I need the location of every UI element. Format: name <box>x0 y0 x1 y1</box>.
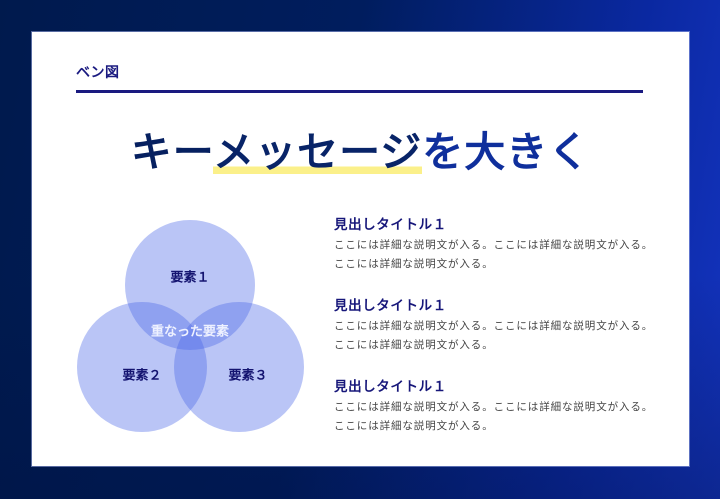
key-message-part-before: キー <box>130 128 214 176</box>
section-label: ベン図 <box>76 65 120 81</box>
venn-circles <box>77 220 304 432</box>
description-body: ここには詳細な説明文が入る。ここには詳細な説明文が入る。ここには詳細な説明文が入… <box>334 320 654 351</box>
venn-circle-1 <box>125 220 255 350</box>
venn-circle-2 <box>77 302 207 432</box>
description-heading: 見出しタイトル１ <box>334 217 447 233</box>
venn-circle-3 <box>174 302 304 432</box>
venn-label-element-3: 要素３ <box>228 368 268 384</box>
key-message-part-after: を大きく <box>422 128 591 176</box>
venn-label-element-2: 要素２ <box>122 368 162 384</box>
description-body: ここには詳細な説明文が入る。ここには詳細な説明文が入る。ここには詳細な説明文が入… <box>334 239 654 270</box>
venn-diagram: 要素１ 要素２ 要素３ 重なった要素 <box>72 217 312 442</box>
slide-card: ベン図 キーメッセージを大きく 要素１ 要素２ 要素３ 重なった要素 見出しタイ… <box>32 32 689 466</box>
description-heading: 見出しタイトル１ <box>334 379 447 395</box>
description-item: 見出しタイトル１ ここには詳細な説明文が入る。ここには詳細な説明文が入る。ここに… <box>334 217 664 274</box>
description-item: 見出しタイトル１ ここには詳細な説明文が入る。ここには詳細な説明文が入る。ここに… <box>334 298 664 355</box>
description-heading: 見出しタイトル１ <box>334 298 447 314</box>
venn-label-element-1: 要素１ <box>170 270 210 286</box>
key-message-title: キーメッセージを大きく <box>32 124 689 180</box>
header-divider <box>76 90 643 93</box>
key-message-highlighted: メッセージ <box>213 128 423 176</box>
description-item: 見出しタイトル１ ここには詳細な説明文が入る。ここには詳細な説明文が入る。ここに… <box>334 379 664 436</box>
description-body: ここには詳細な説明文が入る。ここには詳細な説明文が入る。ここには詳細な説明文が入… <box>334 401 654 432</box>
venn-label-overlap: 重なった要素 <box>150 324 230 340</box>
